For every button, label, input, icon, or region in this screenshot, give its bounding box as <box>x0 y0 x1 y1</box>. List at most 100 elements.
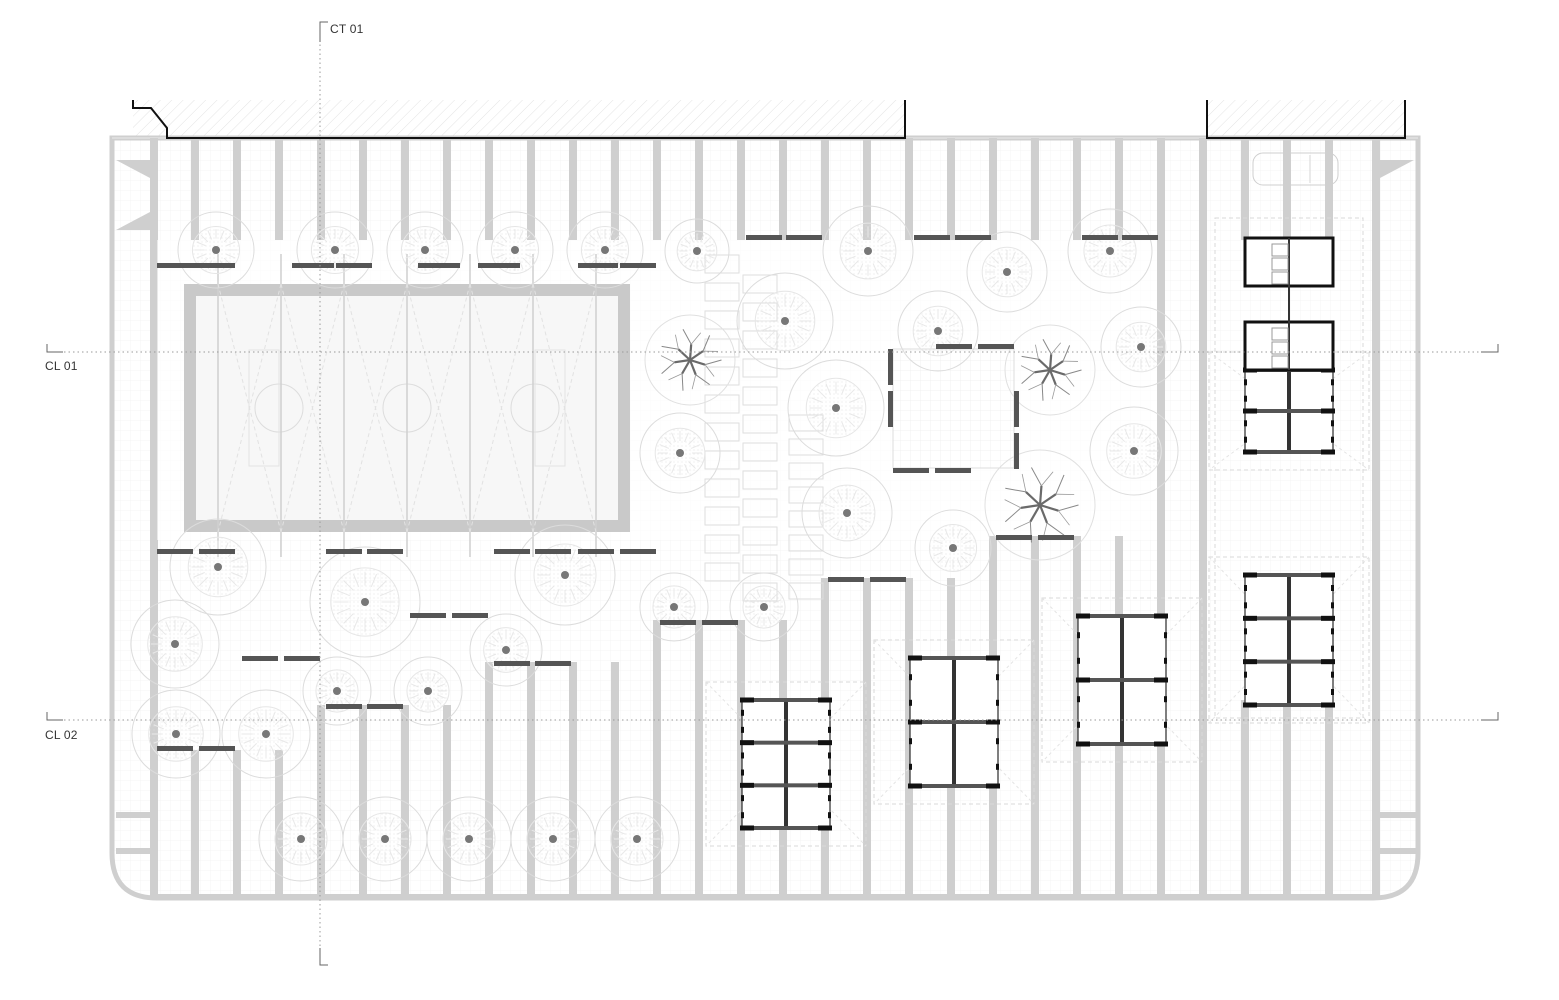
pavilions <box>705 152 1370 847</box>
tree-ray <box>396 843 407 849</box>
beam <box>611 662 619 898</box>
tree-ray <box>338 230 344 240</box>
tree-ray <box>1120 351 1131 356</box>
wall <box>367 549 403 554</box>
tree-ray <box>688 437 696 445</box>
tree-ray <box>184 716 194 726</box>
tree-ray <box>880 255 892 261</box>
window-jamb <box>1244 602 1247 609</box>
wall <box>418 263 460 268</box>
cut-mark-cl01-right <box>1481 344 1499 353</box>
tree-twig <box>1058 510 1070 526</box>
window-jamb <box>909 763 912 770</box>
tree-ray <box>790 296 796 308</box>
bench-block <box>742 274 778 294</box>
tree-twig <box>1013 521 1031 530</box>
wall <box>157 549 193 554</box>
beam <box>653 138 661 240</box>
pier <box>1076 613 1090 619</box>
wall <box>157 746 193 751</box>
tree-ray <box>291 850 297 861</box>
beam <box>569 662 577 898</box>
bench-block <box>788 558 824 576</box>
tree-ray <box>648 843 659 849</box>
pier <box>1321 659 1335 665</box>
tree-ray <box>207 230 213 240</box>
tree-ray <box>405 253 415 259</box>
tree-ray <box>226 253 236 259</box>
beam <box>1241 138 1249 240</box>
partition-wall <box>742 783 830 788</box>
pier <box>1321 615 1335 621</box>
tree-twig <box>1028 383 1043 391</box>
pier <box>908 719 922 725</box>
tree-trunk <box>781 317 789 325</box>
tree-canopy <box>736 272 834 370</box>
tree-ray <box>765 301 776 312</box>
partition-wall <box>910 720 998 724</box>
tree-ray <box>756 616 761 625</box>
tree-ray <box>326 230 332 240</box>
tree-ray <box>336 607 350 615</box>
tree-trunk <box>760 603 768 611</box>
tree-ray <box>291 817 297 828</box>
tree-ray <box>480 829 491 835</box>
tree-ray <box>157 626 167 636</box>
tree-twig <box>1021 371 1035 385</box>
tree-ray <box>942 310 947 321</box>
tree-branch <box>1037 358 1051 371</box>
tree-trunk <box>424 687 432 695</box>
wall <box>578 549 614 554</box>
beam <box>779 138 787 240</box>
window-jamb <box>741 709 744 716</box>
window-jamb <box>1244 671 1247 678</box>
window-jamb <box>996 763 999 770</box>
tree-ray <box>774 334 780 346</box>
tree-ray <box>1011 282 1016 293</box>
tree-ray <box>851 489 857 501</box>
tree-ray <box>346 694 355 699</box>
partition-wall <box>1245 450 1333 454</box>
bench-block <box>742 470 778 490</box>
tree-twig <box>1004 507 1022 523</box>
tree-ray <box>960 532 969 541</box>
truss-diagonal <box>217 283 282 533</box>
tree-trunk <box>502 646 510 654</box>
tree-ray <box>986 263 997 268</box>
tree-twig <box>1058 504 1079 512</box>
tree-ray <box>564 843 575 849</box>
tree-ray <box>435 241 445 247</box>
pier <box>818 740 832 746</box>
bench-block <box>704 394 740 414</box>
wall <box>157 263 235 268</box>
beam <box>191 138 199 240</box>
tree-ray <box>858 227 864 239</box>
tree-branch <box>1038 504 1049 524</box>
tree-trunk <box>333 687 341 695</box>
tree-ray <box>837 525 843 537</box>
tree-ray <box>196 241 206 247</box>
roof-outline <box>1041 597 1203 763</box>
tree-ray <box>844 241 856 247</box>
pier <box>818 825 832 831</box>
window-jamb <box>741 769 744 776</box>
beam <box>989 138 997 240</box>
tree-ray <box>525 241 535 247</box>
tree-ray <box>536 847 545 856</box>
tree-ray <box>948 335 959 340</box>
tree-ray <box>410 694 419 699</box>
pier <box>818 782 832 788</box>
tree-ray <box>798 326 810 332</box>
tree-twig <box>682 329 692 345</box>
tree-ray <box>396 829 407 835</box>
tree-branch <box>1039 493 1057 506</box>
tree-ray <box>689 234 694 243</box>
wall <box>410 613 446 618</box>
tree-ray <box>700 234 705 243</box>
bench-block <box>704 534 740 554</box>
tree-ray <box>319 234 328 243</box>
tree-ray <box>823 517 835 523</box>
tree-ray <box>477 847 486 856</box>
bench-block <box>742 442 778 462</box>
tree-ray <box>420 673 425 682</box>
